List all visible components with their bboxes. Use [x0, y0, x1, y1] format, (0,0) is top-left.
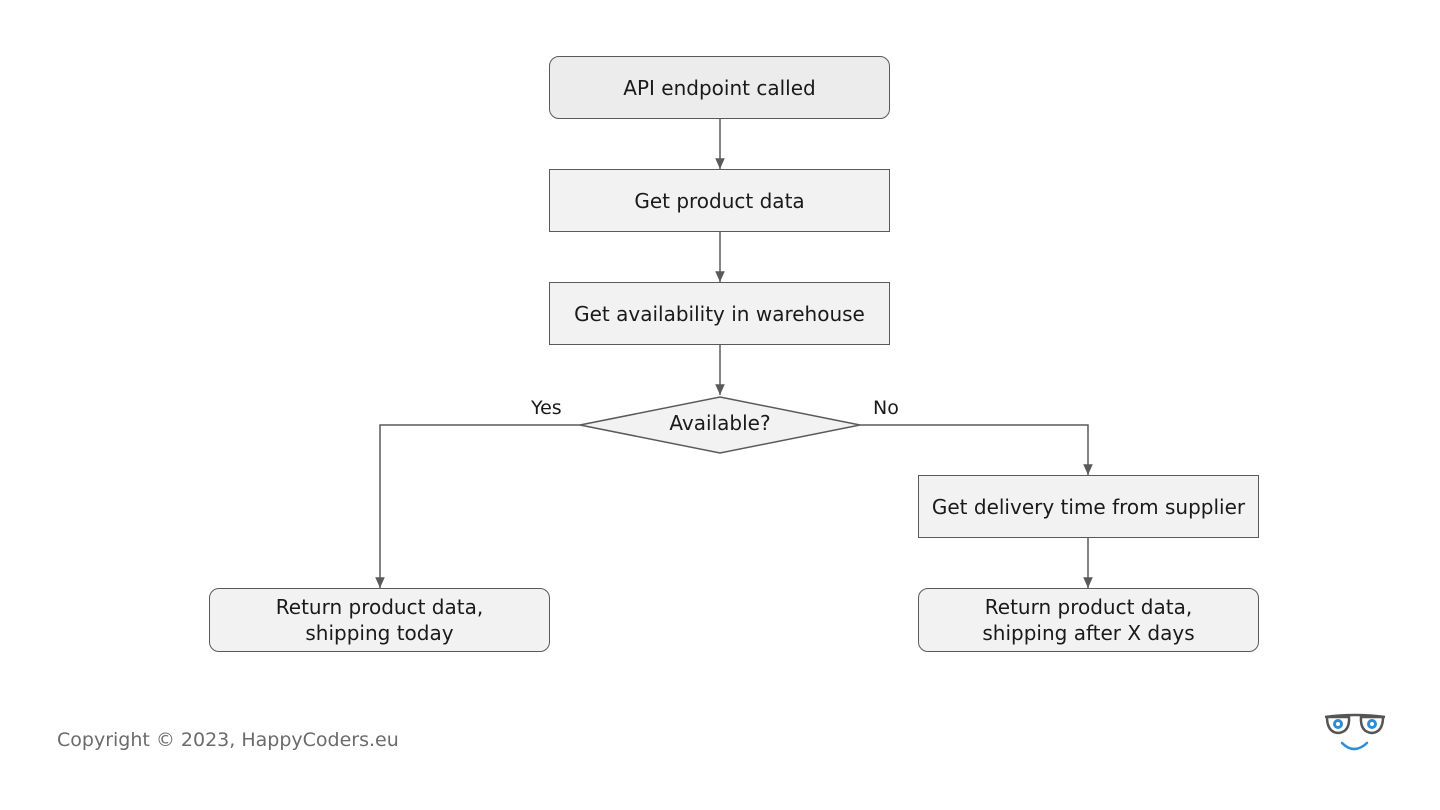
- glasses-smiley-logo-icon: [1324, 713, 1386, 751]
- get-product-data-node: Get product data: [549, 169, 890, 232]
- no-label: No: [873, 397, 899, 419]
- return-shipping-today-node: Return product data, shipping today: [209, 588, 550, 652]
- start-node: API endpoint called: [549, 56, 890, 119]
- connector-no-branch: [860, 424, 1093, 475]
- connector-yes-branch: [375, 424, 580, 588]
- yes-label: Yes: [531, 397, 562, 419]
- decision-label: Available?: [669, 411, 771, 435]
- return-shipping-later-node: Return product data, shipping after X da…: [918, 588, 1259, 652]
- get-availability-node: Get availability in warehouse: [549, 282, 890, 345]
- get-delivery-time-node: Get delivery time from supplier: [918, 475, 1259, 538]
- decision-diamond: [579, 396, 861, 454]
- copyright-text: Copyright © 2023, HappyCoders.eu: [57, 729, 399, 751]
